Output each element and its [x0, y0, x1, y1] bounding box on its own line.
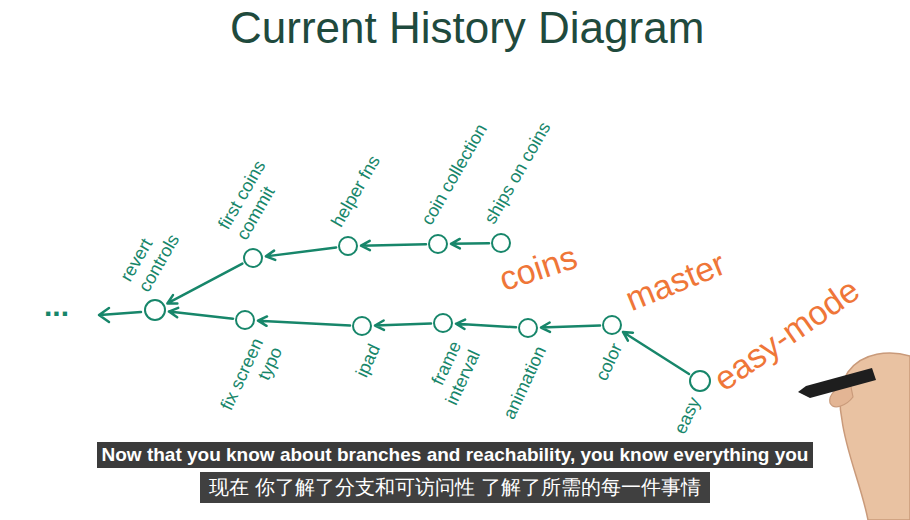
commit-label: first coins commit	[214, 136, 300, 243]
label-group: coin collection	[417, 120, 491, 228]
hand-illustration	[798, 353, 910, 520]
commit-node: first coins commit	[243, 248, 263, 268]
commit-label: frame interval	[416, 338, 484, 421]
history-arrow	[99, 308, 141, 322]
commit-label: coin collection	[417, 120, 491, 228]
commit-node: ipad	[352, 316, 372, 336]
label-group: fix screen typo	[210, 335, 286, 436]
commit-label: easy	[669, 394, 704, 437]
label-group: ipad	[351, 341, 384, 381]
commit-node: fix screen typo	[235, 310, 255, 330]
commit-node: easy	[689, 370, 711, 392]
commit-node: coin collection	[428, 234, 448, 254]
label-group: color	[591, 340, 626, 384]
commit-arrow	[623, 332, 689, 374]
commit-label: fix screen typo	[210, 335, 286, 436]
commit-node: revert controls	[144, 299, 166, 321]
commit-arrow	[169, 308, 233, 319]
arrow-to-ellipsis	[99, 308, 141, 322]
commit-node: frame interval	[433, 313, 453, 333]
label-group: revert controls	[116, 205, 192, 295]
commit-arrow	[541, 323, 600, 332]
commit-node: animation	[518, 318, 538, 338]
commit-label: ships on coins	[480, 118, 555, 227]
commit-arrow	[456, 320, 516, 329]
commit-label: animation	[499, 343, 551, 422]
marker	[798, 368, 876, 398]
commit-node: color	[602, 315, 622, 335]
commit-arrow	[167, 264, 242, 304]
commit-arrow	[451, 239, 489, 248]
label-group: helper fns	[327, 151, 384, 230]
label-group: first coins commit	[214, 136, 300, 243]
branch-label: master	[621, 246, 731, 318]
subtitle: 现在 你了解了分支和可访问性 了解了所需的每一件事情	[200, 472, 711, 503]
label-group: ships on coins	[480, 118, 555, 227]
branch-label: easy-mode	[708, 272, 866, 398]
commit-node: helper fns	[338, 236, 358, 256]
label-group: animation	[499, 343, 551, 422]
commit-arrow	[375, 321, 431, 330]
subtitle: Now that you know about branches and rea…	[97, 442, 814, 468]
commit-label: helper fns	[327, 151, 384, 230]
ellipsis-label: ...	[44, 291, 69, 321]
commit-label: color	[591, 340, 626, 384]
commit-label: revert controls	[116, 205, 192, 295]
commit-node: ships on coins	[491, 233, 511, 253]
commit-label: ipad	[351, 341, 384, 381]
commit-arrow	[258, 316, 350, 325]
diagram-title: Current History Diagram	[230, 4, 704, 52]
label-group: frame interval	[416, 338, 484, 421]
commit-arrow	[266, 248, 336, 260]
label-group: easy	[669, 394, 704, 437]
commit-arrow	[361, 241, 426, 250]
